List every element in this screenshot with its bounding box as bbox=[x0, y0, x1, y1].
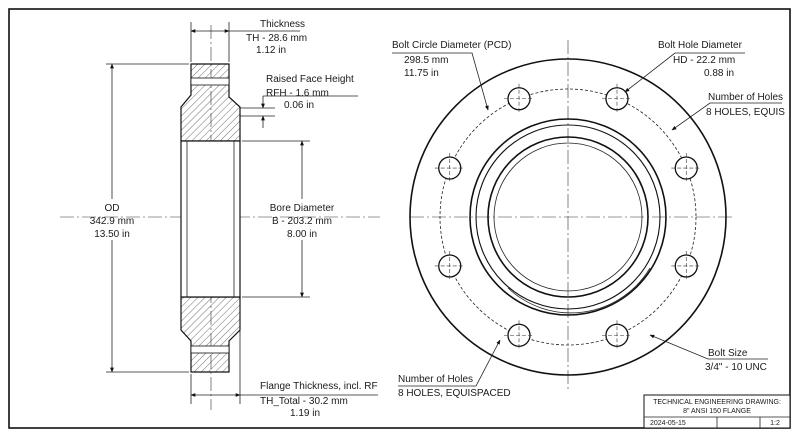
plan-view: Bolt Circle Diameter (PCD) 298.5 mm 11.7… bbox=[392, 40, 785, 399]
lower-bolt-hole-section bbox=[190, 345, 230, 354]
hd-in: 0.88 in bbox=[704, 68, 734, 79]
holes-bottom-title: Number of Holes bbox=[398, 374, 473, 385]
holes-bottom-value: 8 HOLES, EQUISPACED bbox=[398, 388, 511, 399]
pcd-leader bbox=[392, 52, 489, 111]
bolt-hole bbox=[671, 153, 702, 184]
upper-flange-section bbox=[180, 63, 241, 142]
pcd-mm: 298.5 mm bbox=[404, 55, 448, 66]
od-in: 13.50 in bbox=[94, 229, 130, 240]
ft-title: Flange Thickness, incl. RF bbox=[260, 381, 378, 392]
bolt-hole bbox=[601, 320, 632, 351]
bolt-holes bbox=[434, 83, 702, 351]
title-scale: 1:2 bbox=[770, 420, 780, 427]
holes-right-leader bbox=[671, 102, 782, 131]
thickness-mm: TH - 28.6 mm bbox=[246, 33, 307, 44]
raised-face-circle bbox=[469, 118, 667, 316]
bolt-hole bbox=[434, 250, 465, 281]
bolt-hole bbox=[504, 83, 535, 114]
outer-diameter-circle bbox=[409, 58, 727, 376]
lower-flange-section bbox=[180, 296, 241, 373]
bolt-hole bbox=[601, 83, 632, 114]
hd-leader bbox=[624, 52, 745, 93]
rfh-title: Raised Face Height bbox=[266, 74, 354, 85]
bore-in: 8.00 in bbox=[287, 229, 317, 240]
title-block: TECHNICAL ENGINEERING DRAWING: 8" ANSI 1… bbox=[643, 394, 791, 429]
upper-bolt-hole-section bbox=[190, 77, 230, 86]
pcd-title: Bolt Circle Diameter (PCD) bbox=[392, 40, 511, 51]
holes-right-title: Number of Holes bbox=[708, 92, 783, 103]
bore-circle bbox=[487, 136, 649, 298]
bolt-size-title: Bolt Size bbox=[708, 348, 748, 359]
bolt-circle bbox=[439, 88, 697, 346]
rfh-in: 0.06 in bbox=[284, 100, 314, 111]
pcd-in: 11.75 in bbox=[404, 68, 439, 79]
rfh-mm: RFH - 1.6 mm bbox=[266, 88, 329, 99]
gasket-arc bbox=[507, 267, 651, 314]
bolt-size-value: 3/4" - 10 UNC bbox=[705, 362, 767, 373]
ft-in: 1.19 in bbox=[290, 408, 320, 419]
od-mm: 342.9 mm bbox=[90, 216, 134, 227]
sheet-border bbox=[8, 8, 791, 429]
raised-face-inner-circle bbox=[475, 124, 661, 310]
section-view: Thickness TH - 28.6 mm 1.12 in Raised Fa… bbox=[60, 19, 380, 419]
bore-title: Bore Diameter bbox=[270, 203, 335, 214]
bore-body bbox=[180, 140, 241, 298]
bolt-size-leader bbox=[649, 334, 768, 360]
bolt-hole bbox=[434, 153, 465, 184]
bore-mm: B - 203.2 mm bbox=[272, 216, 332, 227]
hd-mm: HD - 22.2 mm bbox=[673, 55, 735, 66]
holes-bottom-leader bbox=[398, 339, 501, 387]
bolt-hole bbox=[504, 320, 535, 351]
bore-inner-circle bbox=[493, 142, 643, 292]
holes-right-value: 8 HOLES, EQUIS bbox=[706, 107, 785, 118]
bolt-hole bbox=[671, 250, 702, 281]
thickness-in: 1.12 in bbox=[256, 45, 286, 56]
title-date: 2024-05-15 bbox=[650, 420, 686, 427]
ft-mm: TH_Total - 30.2 mm bbox=[260, 396, 348, 407]
title-line-2: 8" ANSI 150 FLANGE bbox=[683, 408, 751, 415]
od-title: OD bbox=[105, 203, 120, 214]
hd-title: Bolt Hole Diameter bbox=[658, 40, 743, 51]
thickness-title: Thickness bbox=[260, 19, 305, 30]
title-line-1: TECHNICAL ENGINEERING DRAWING: bbox=[653, 399, 781, 406]
